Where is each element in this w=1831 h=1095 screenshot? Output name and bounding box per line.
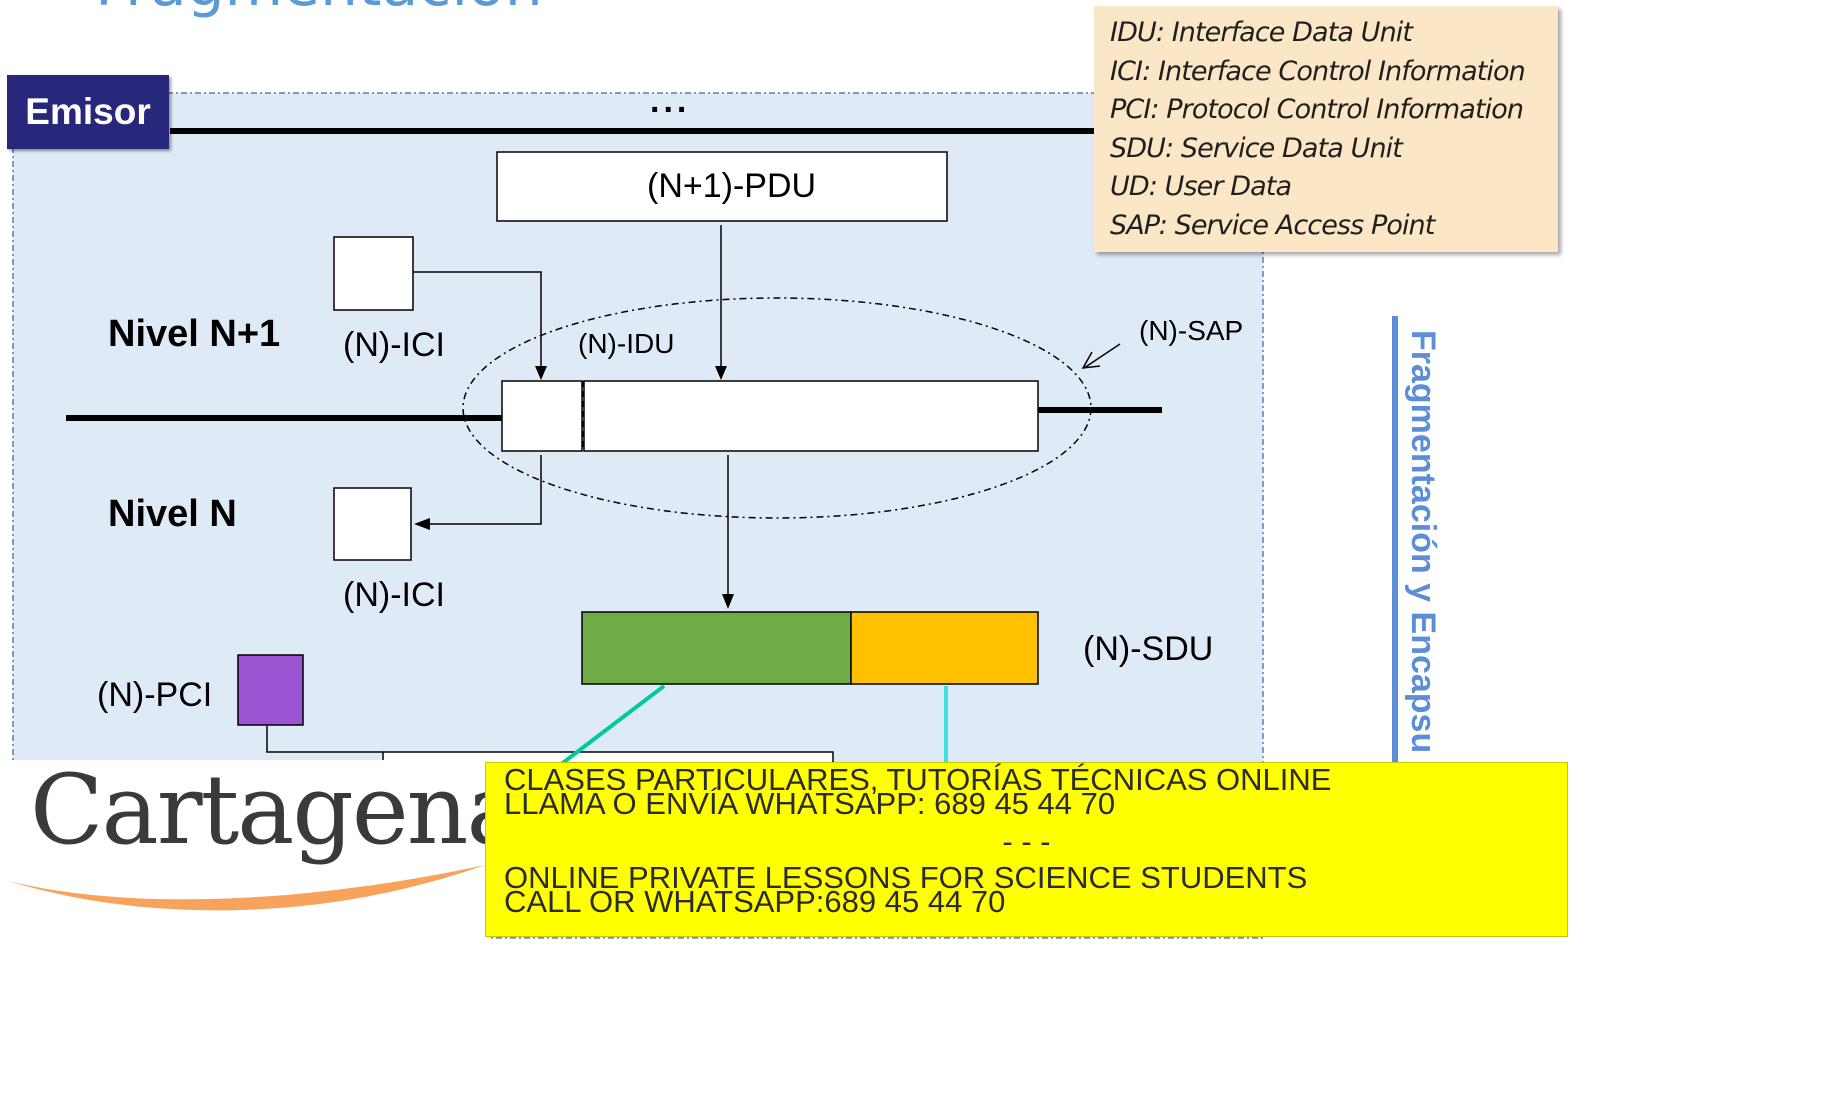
slide: Fragmentación <box>0 0 1568 940</box>
sap-ellipse <box>462 297 1092 519</box>
ici-lower-label: (N)-ICI <box>343 576 445 614</box>
ellipsis: ... <box>650 82 691 120</box>
pdu-upper-box <box>496 151 948 222</box>
arrow-ici-to-idu <box>413 271 542 370</box>
sdu-label: (N)-SDU <box>1083 630 1214 668</box>
watermark-banner: CLASES PARTICULARES, TUTORÍAS TÉCNICAS O… <box>485 762 1568 937</box>
fragment-line-1 <box>558 684 666 767</box>
sap-pointer-head <box>1081 351 1101 369</box>
legend-item: PCI: Protocol Control Information <box>1110 94 1524 125</box>
ici-lower-box <box>333 487 412 561</box>
arrowhead-idu-to-ici-lower <box>414 518 430 530</box>
banner-line-3: ONLINE PRIVATE LESSONS FOR SCIENCE STUDE… <box>504 860 1308 895</box>
legend-item: IDU: Interface Data Unit <box>1110 17 1413 48</box>
idu-label: (N)-IDU <box>578 328 675 359</box>
emisor-label: Emisor <box>7 75 169 149</box>
arrowhead-ici-to-idu <box>535 366 547 380</box>
sdu-fragment-2 <box>850 611 1039 685</box>
level-upper-label: Nivel N+1 <box>108 313 281 355</box>
banner-line-4: CALL OR WHATSAPP:689 45 44 70 <box>504 884 1006 919</box>
arrowhead-pdu-to-idu <box>715 366 727 380</box>
sdu-fragment-1 <box>581 611 852 685</box>
acronym-legend: IDU: Interface Data Unit ICI: Interface … <box>1094 6 1558 252</box>
banner-line-2: LLAMA O ENVÍA WHATSAPP: 689 45 44 70 <box>504 786 1116 821</box>
legend-item: SDU: Service Data Unit <box>1110 132 1403 164</box>
legend-item: UD: User Data <box>1110 171 1292 202</box>
sap-pointer <box>1083 343 1121 369</box>
pci-connector <box>266 726 383 753</box>
pci-label: (N)-PCI <box>97 676 213 714</box>
arrow-idu-to-ici-lower <box>426 455 542 525</box>
level-lower-label: Nivel N <box>108 493 237 535</box>
banner-line-1: CLASES PARTICULARES, TUTORÍAS TÉCNICAS O… <box>504 762 1332 797</box>
banner-separator: - - - <box>1002 824 1051 859</box>
watermark-logo-area <box>0 760 488 940</box>
pdu-upper-label: (N+1)-PDU <box>647 167 817 205</box>
ici-upper-box <box>333 236 414 311</box>
logo-swoosh <box>5 865 485 911</box>
side-title: Fragmentación y Encapsu <box>1404 330 1442 754</box>
slide-title: Fragmentación <box>95 0 543 20</box>
idu-pdu-part <box>583 380 1039 452</box>
legend-item: ICI: Interface Control Information <box>1110 55 1526 87</box>
sap-label: (N)-SAP <box>1139 315 1244 346</box>
arrowhead-idu-to-sdu <box>722 594 734 609</box>
ici-upper-label: (N)-ICI <box>343 326 445 364</box>
legend-item: SAP: Service Access Point <box>1110 209 1435 241</box>
idu-ici-part <box>501 380 583 452</box>
pci-box <box>237 654 304 726</box>
